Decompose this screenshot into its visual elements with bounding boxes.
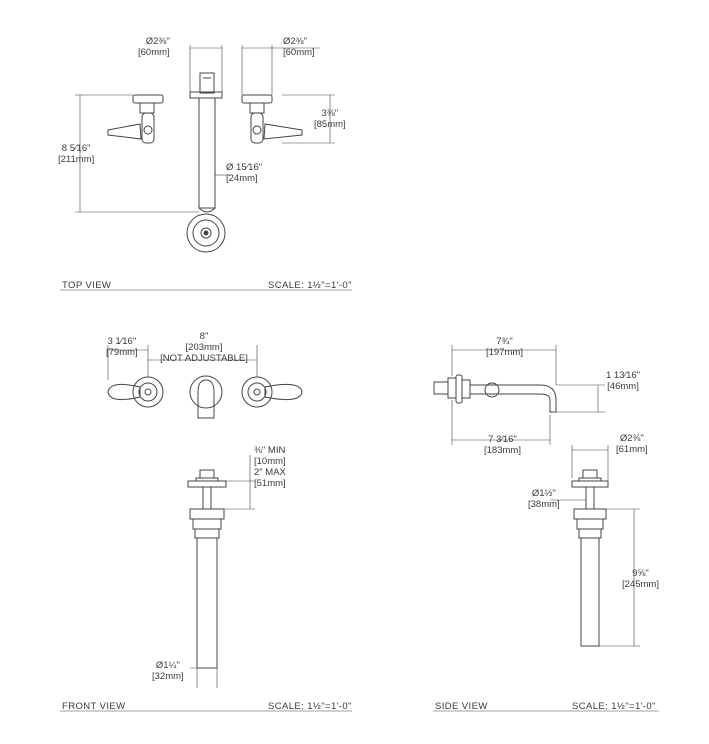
top-right-handle [241, 94, 303, 144]
top-view-title: TOP VIEW [62, 280, 112, 291]
front-view-scale: SCALE: 1½"=1'-0" [268, 701, 352, 712]
front-right-handle [241, 376, 303, 408]
dim-front-drain-range: ⅜" MIN[10mm]2" MAX[51mm] [254, 445, 286, 489]
top-view-drawing [60, 45, 352, 291]
top-view-scale: SCALE: 1½"=1'-0" [268, 280, 352, 291]
top-left-handle [107, 94, 164, 144]
dim-side-spout-reach: 7¾"[197mm] [486, 336, 523, 358]
front-view-drawing [60, 345, 352, 712]
front-drain [187, 469, 227, 669]
front-dim-lines [107, 345, 258, 688]
dim-top-handle-dia-left: Ø2⅜"[60mm] [138, 36, 170, 58]
dim-side-spout-depth: 7 3⁄16"[183mm] [484, 434, 521, 456]
dim-front-spread: 8"[203mm][NOT ADJUSTABLE] [160, 331, 248, 364]
dim-front-tail-dia: Ø1¼"[32mm] [152, 660, 184, 682]
front-left-handle [107, 376, 164, 408]
front-view-title: FRONT VIEW [62, 701, 126, 712]
side-view-title: SIDE VIEW [435, 701, 488, 712]
side-spout [433, 374, 557, 413]
dim-front-handle-offset: 3 1⁄16"[79mm] [106, 336, 138, 358]
top-drain [186, 213, 226, 253]
dim-side-spout-height: 1 13⁄16"[46mm] [606, 370, 641, 392]
side-dim-lines [451, 345, 640, 647]
top-spout [189, 72, 223, 213]
dim-top-overall-depth: 8 5⁄16"[211mm] [58, 143, 95, 165]
dim-top-spout-dia: Ø 15⁄16"[24mm] [226, 162, 263, 184]
dim-side-drain-length: 9⅝"[245mm] [622, 568, 659, 590]
dim-side-pop-dia: Ø1½"[38mm] [528, 488, 560, 510]
side-drain [571, 469, 609, 647]
top-dim-lines [75, 45, 335, 213]
side-view-drawing [433, 345, 659, 712]
front-spout [189, 375, 223, 419]
dim-side-flange-dia: Ø2⅜"[61mm] [616, 433, 648, 455]
dim-top-handle-dia-right: Ø2⅜"[60mm] [283, 36, 315, 58]
dim-top-handle-depth: 3⅜"[85mm] [314, 108, 346, 130]
side-view-scale: SCALE: 1½"=1'-0" [572, 701, 656, 712]
